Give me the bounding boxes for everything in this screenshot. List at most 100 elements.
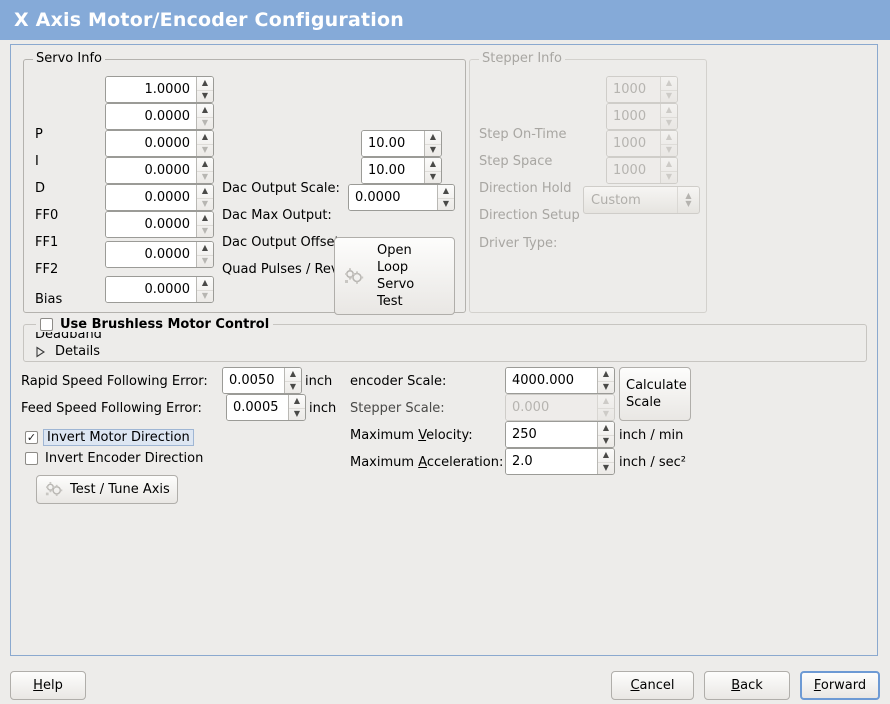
step-on-time-spin[interactable]: 1000 ▲ ▼ — [606, 76, 678, 103]
dac-max-output-value[interactable]: 10.00 — [362, 158, 424, 183]
servo-spin-bias[interactable]: 0.0000 ▲ ▼ — [105, 241, 214, 268]
spin-up-icon[interactable]: ▲ — [429, 159, 437, 169]
servo-spin-deadband-value[interactable]: 0.0000 — [106, 277, 196, 302]
step-space-value[interactable]: 1000 — [607, 104, 660, 129]
checkbox-box[interactable] — [40, 318, 53, 331]
servo-spin-ff1-value[interactable]: 0.0000 — [106, 185, 196, 210]
direction-hold-buttons[interactable]: ▲ ▼ — [660, 131, 677, 156]
spin-down-icon[interactable]: ▼ — [598, 461, 614, 475]
spin-down-icon[interactable]: ▼ — [425, 170, 441, 184]
servo-spin-p-value[interactable]: 1.0000 — [106, 77, 196, 102]
spin-up-icon[interactable]: ▲ — [201, 186, 209, 196]
maximum-velocity-value[interactable]: 250 — [506, 422, 597, 447]
spin-down-icon[interactable]: ▼ — [598, 380, 614, 394]
spin-down-icon[interactable]: ▼ — [661, 89, 677, 103]
encoder-scale-spin[interactable]: 4000.000 ▲ ▼ — [505, 367, 615, 394]
maximum-velocity-buttons[interactable]: ▲ ▼ — [597, 422, 614, 447]
direction-hold-value[interactable]: 1000 — [607, 131, 660, 156]
servo-spin-ff0-value[interactable]: 0.0000 — [106, 158, 196, 183]
servo-spin-d-buttons[interactable]: ▲ ▼ — [196, 131, 213, 156]
feed-speed-spin-buttons[interactable]: ▲ ▼ — [288, 395, 305, 420]
maximum-acceleration-spin[interactable]: 2.0 ▲ ▼ — [505, 448, 615, 475]
maximum-acceleration-buttons[interactable]: ▲ ▼ — [597, 449, 614, 474]
servo-spin-i-buttons[interactable]: ▲ ▼ — [196, 104, 213, 129]
forward-button[interactable]: Forward — [800, 671, 880, 700]
servo-spin-i[interactable]: 0.0000 ▲ ▼ — [105, 103, 214, 130]
spin-down-icon[interactable]: ▼ — [197, 143, 213, 157]
rapid-speed-following-error-spin[interactable]: 0.0050 ▲ ▼ — [222, 367, 302, 394]
servo-spin-ff2-value[interactable]: 0.0000 — [106, 212, 196, 237]
spin-up-icon[interactable]: ▲ — [293, 396, 301, 406]
direction-hold-spin[interactable]: 1000 ▲ ▼ — [606, 130, 678, 157]
spin-down-icon[interactable]: ▼ — [197, 289, 213, 303]
servo-spin-d-value[interactable]: 0.0000 — [106, 131, 196, 156]
servo-spin-bias-buttons[interactable]: ▲ ▼ — [196, 242, 213, 267]
direction-setup-spin[interactable]: 1000 ▲ ▼ — [606, 157, 678, 184]
encoder-scale-buttons[interactable]: ▲ ▼ — [597, 368, 614, 393]
back-button[interactable]: Back — [704, 671, 790, 700]
servo-spin-ff1[interactable]: 0.0000 ▲ ▼ — [105, 184, 214, 211]
checkbox-box[interactable]: ✓ — [25, 431, 38, 444]
driver-type-combo[interactable]: Custom ▲▼ — [583, 186, 700, 214]
dac-output-offset-buttons[interactable]: ▲ ▼ — [437, 185, 454, 210]
spin-up-icon[interactable]: ▲ — [201, 132, 209, 142]
spin-up-icon[interactable]: ▲ — [602, 369, 610, 379]
spin-down-icon[interactable]: ▼ — [197, 224, 213, 238]
servo-spin-i-value[interactable]: 0.0000 — [106, 104, 196, 129]
dac-max-output-spin[interactable]: 10.00 ▲ ▼ — [361, 157, 442, 184]
use-brushless-motor-control-checkbox[interactable]: Use Brushless Motor Control — [36, 317, 274, 332]
direction-setup-value[interactable]: 1000 — [607, 158, 660, 183]
invert-motor-direction-checkbox[interactable]: ✓ Invert Motor Direction — [25, 429, 194, 446]
checkbox-box[interactable] — [25, 452, 38, 465]
step-space-spin[interactable]: 1000 ▲ ▼ — [606, 103, 678, 130]
servo-spin-deadband[interactable]: 0.0000 ▲ ▼ — [105, 276, 214, 303]
open-loop-servo-test-button[interactable]: Open Loop Servo Test — [334, 237, 455, 315]
servo-spin-ff1-buttons[interactable]: ▲ ▼ — [196, 185, 213, 210]
spin-up-icon[interactable]: ▲ — [289, 369, 297, 379]
spin-up-icon[interactable]: ▲ — [201, 78, 209, 88]
servo-spin-bias-value[interactable]: 0.0000 — [106, 242, 196, 267]
rapid-speed-spin-buttons[interactable]: ▲ ▼ — [284, 368, 301, 393]
step-on-time-buttons[interactable]: ▲ ▼ — [660, 77, 677, 102]
spin-down-icon[interactable]: ▼ — [598, 434, 614, 448]
maximum-acceleration-value[interactable]: 2.0 — [506, 449, 597, 474]
dac-output-scale-spin[interactable]: 10.00 ▲ ▼ — [361, 130, 442, 157]
spin-down-icon[interactable]: ▼ — [661, 143, 677, 157]
step-on-time-value[interactable]: 1000 — [607, 77, 660, 102]
spin-down-icon[interactable]: ▼ — [661, 116, 677, 130]
feed-speed-following-error-value[interactable]: 0.0005 — [227, 395, 288, 420]
details-expander[interactable]: Details — [35, 344, 100, 359]
spin-down-icon[interactable]: ▼ — [289, 407, 305, 421]
rapid-speed-following-error-value[interactable]: 0.0050 — [223, 368, 284, 393]
spin-up-icon[interactable]: ▲ — [429, 132, 437, 142]
spin-down-icon[interactable]: ▼ — [197, 197, 213, 211]
direction-setup-buttons[interactable]: ▲ ▼ — [660, 158, 677, 183]
chevron-updown-icon[interactable]: ▲▼ — [677, 187, 699, 213]
calculate-scale-button[interactable]: Calculate Scale — [619, 367, 691, 421]
spin-up-icon[interactable]: ▲ — [602, 450, 610, 460]
cancel-button[interactable]: Cancel — [611, 671, 694, 700]
servo-spin-p-buttons[interactable]: ▲ ▼ — [196, 77, 213, 102]
spin-down-icon[interactable]: ▼ — [197, 116, 213, 130]
servo-spin-p[interactable]: 1.0000 ▲ ▼ — [105, 76, 214, 103]
feed-speed-following-error-spin[interactable]: 0.0005 ▲ ▼ — [226, 394, 306, 421]
test-tune-axis-button[interactable]: Test / Tune Axis — [36, 475, 178, 504]
spin-down-icon[interactable]: ▼ — [285, 380, 301, 394]
dac-output-offset-value[interactable]: 0.0000 — [349, 185, 437, 210]
stepper-scale-value[interactable]: 0.000 — [506, 395, 597, 420]
spin-up-icon[interactable]: ▲ — [201, 105, 209, 115]
spin-down-icon[interactable]: ▼ — [197, 254, 213, 268]
spin-up-icon[interactable]: ▲ — [602, 396, 610, 406]
step-space-buttons[interactable]: ▲ ▼ — [660, 104, 677, 129]
spin-up-icon[interactable]: ▲ — [442, 186, 450, 196]
invert-encoder-direction-checkbox[interactable]: Invert Encoder Direction — [25, 451, 203, 466]
stepper-scale-buttons[interactable]: ▲ ▼ — [597, 395, 614, 420]
spin-up-icon[interactable]: ▲ — [602, 423, 610, 433]
spin-up-icon[interactable]: ▲ — [201, 243, 209, 253]
spin-up-icon[interactable]: ▲ — [201, 278, 209, 288]
spin-up-icon[interactable]: ▲ — [665, 105, 673, 115]
chevron-right-icon[interactable] — [35, 345, 46, 358]
spin-up-icon[interactable]: ▲ — [665, 132, 673, 142]
servo-spin-deadband-buttons[interactable]: ▲ ▼ — [196, 277, 213, 302]
spin-up-icon[interactable]: ▲ — [665, 78, 673, 88]
